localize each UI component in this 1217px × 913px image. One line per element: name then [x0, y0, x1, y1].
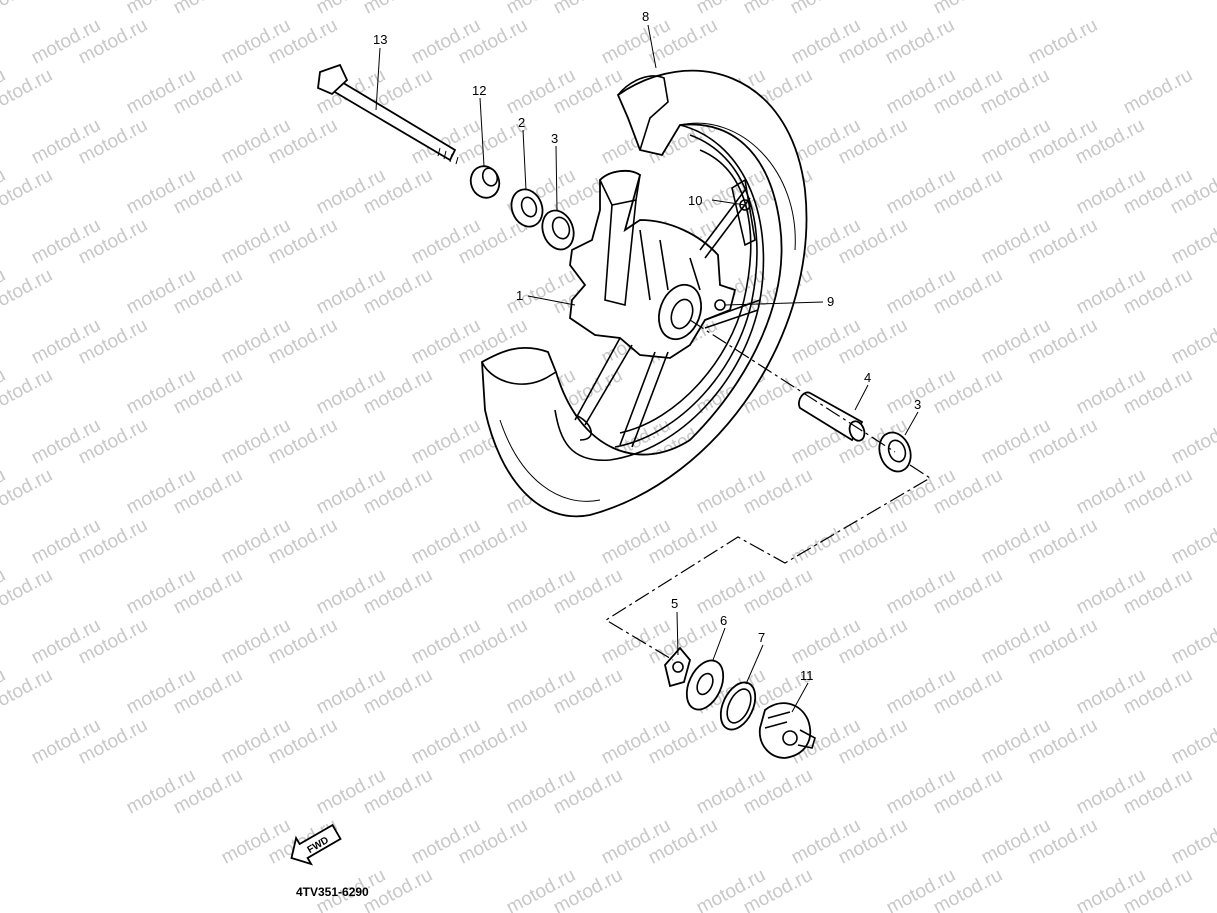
rim: [554, 124, 765, 461]
hub: [569, 169, 761, 448]
callout-2: 2: [518, 115, 525, 130]
callout-4: 4: [864, 370, 871, 385]
callout-labels: 13 12 2 3 8 10 1 9 4 3 5 6 7 11: [373, 9, 921, 683]
bearing-left: [541, 209, 575, 251]
seal-ring: [719, 681, 757, 731]
oil-seal: [510, 188, 544, 228]
callout-9: 9: [827, 294, 834, 309]
callout-6: 6: [720, 613, 727, 628]
meter-gear-unit: [758, 702, 816, 759]
leader-lines: [375, 24, 919, 713]
axle: [317, 63, 459, 165]
callout-5: 5: [671, 596, 678, 611]
spacer: [798, 391, 866, 442]
assembly-lines: [604, 319, 932, 661]
diagram-code: 4TV351-6290: [296, 885, 369, 899]
callout-12: 12: [472, 83, 486, 98]
plate: [685, 659, 725, 711]
callout-3-lower: 3: [914, 397, 921, 412]
callout-13: 13: [373, 32, 387, 47]
callout-1: 1: [516, 288, 523, 303]
callout-8: 8: [642, 9, 649, 24]
callout-3-upper: 3: [551, 131, 558, 146]
fwd-arrow-icon: FWD: [290, 823, 342, 866]
callout-7: 7: [758, 630, 765, 645]
collar: [469, 165, 501, 199]
callout-11: 11: [800, 668, 814, 683]
callout-10: 10: [688, 193, 702, 208]
tire: [481, 69, 808, 518]
